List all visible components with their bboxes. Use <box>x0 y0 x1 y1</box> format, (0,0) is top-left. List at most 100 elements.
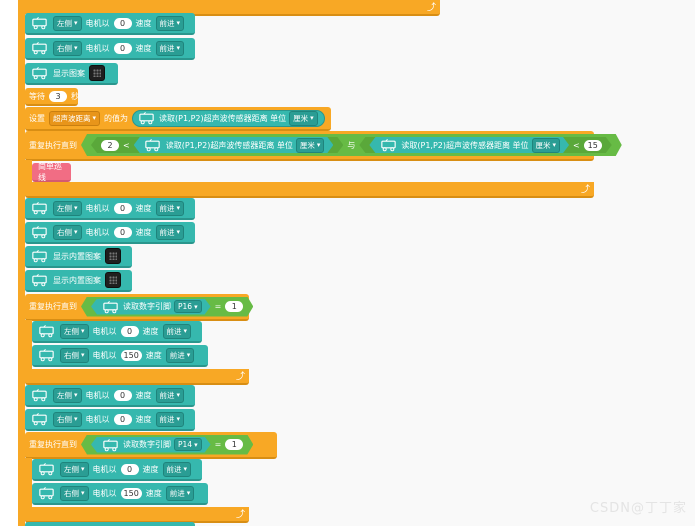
repeat-until-block[interactable]: 重复执行直到 读取数字引脚 P16 = 1 <box>25 294 249 321</box>
motor-label: 电机以 <box>85 390 110 400</box>
outer-loop-end[interactable]: ⤴ <box>25 0 440 16</box>
show-pattern-label: 显示图案 <box>53 68 85 78</box>
motor-label: 电机以 <box>85 203 110 213</box>
builtin-pattern-picker[interactable] <box>105 248 121 264</box>
motor-block[interactable]: 左侧 电机以 0 速度 前进 <box>25 385 195 407</box>
side-dropdown[interactable]: 右侧 <box>53 411 82 427</box>
motor-block[interactable]: 右侧 电机以 0 速度 前进 <box>25 38 195 60</box>
robot-icon <box>29 16 49 31</box>
variable-dropdown[interactable]: 超声波距离 <box>49 110 101 126</box>
direction-dropdown[interactable]: 前进 <box>165 485 195 501</box>
robot-icon <box>378 138 398 153</box>
motor-block[interactable]: 左侧 电机以 0 速度 前进 <box>25 198 195 220</box>
distance-min-input[interactable]: 2 <box>101 140 119 151</box>
side-dropdown[interactable]: 右侧 <box>60 485 89 501</box>
motor-value-input[interactable]: 0 <box>120 463 139 475</box>
motor-value-input[interactable]: 0 <box>113 42 132 54</box>
direction-dropdown[interactable]: 前进 <box>155 200 185 216</box>
motor-value-input[interactable]: 0 <box>120 325 139 337</box>
motor-value-input[interactable]: 0 <box>113 413 132 425</box>
repeat-until-block[interactable]: 重复执行直到 读取数字引脚 P14 = 1 <box>25 432 277 459</box>
side-dropdown[interactable]: 右侧 <box>60 347 89 363</box>
and-operator: 与 <box>347 140 356 150</box>
motor-label: 电机以 <box>85 227 110 237</box>
unit-dropdown[interactable]: 厘米 <box>532 138 561 153</box>
robot-icon <box>29 388 49 403</box>
distance-max-input[interactable]: 15 <box>584 140 602 151</box>
read-ultrasonic-reporter[interactable]: 读取(P1,P2)超声波传感器距离 单位 厘米 <box>132 109 325 127</box>
robot-icon <box>29 249 49 264</box>
motor-block-partial[interactable] <box>25 522 195 526</box>
outer-loop-spine <box>18 0 25 526</box>
side-dropdown[interactable]: 左侧 <box>60 323 89 339</box>
motor-block[interactable]: 右侧 电机以 150 速度 前进 <box>32 345 208 367</box>
pin-dropdown[interactable]: P16 <box>174 300 202 313</box>
read-digital-pin-reporter[interactable]: 读取数字引脚 P16 <box>91 299 211 315</box>
robot-icon <box>29 273 49 288</box>
side-dropdown[interactable]: 左侧 <box>53 15 82 31</box>
less-than-condition[interactable]: 读取(P1,P2)超声波传感器距离 单位 厘米 < 15 <box>359 137 611 153</box>
wait-seconds-input[interactable]: 3 <box>49 90 67 102</box>
direction-dropdown[interactable]: 前进 <box>162 323 192 339</box>
equals-operator: = <box>214 440 222 449</box>
pin-value-input[interactable]: 1 <box>225 439 243 450</box>
read-ultrasonic-label: 读取(P1,P2)超声波传感器距离 单位 <box>401 140 529 150</box>
set-variable-block[interactable]: 设置 超声波距离 的值为 读取(P1,P2)超声波传感器距离 单位 厘米 <box>25 107 331 131</box>
robot-icon <box>29 225 49 240</box>
direction-dropdown[interactable]: 前进 <box>155 15 185 31</box>
loop-arrow-icon: ⤴ <box>235 510 245 520</box>
motor-value-input[interactable]: 0 <box>113 389 132 401</box>
less-than-condition[interactable]: 2 < 读取(P1,P2)超声波传感器距离 单位 厘米 <box>91 137 343 153</box>
motor-value-input[interactable]: 150 <box>120 487 142 499</box>
simple-line-follow-block[interactable]: 简单巡线 <box>32 162 71 182</box>
motor-block[interactable]: 左侧 电机以 0 速度 前进 <box>32 459 202 481</box>
motor-block[interactable]: 右侧 电机以 150 速度 前进 <box>32 483 208 505</box>
motor-block[interactable]: 左侧 电机以 0 速度 前进 <box>25 13 195 35</box>
and-condition[interactable]: 2 < 读取(P1,P2)超声波传感器距离 单位 厘米 与 读取(P1,P2)超… <box>81 134 622 156</box>
robot-icon <box>36 486 56 501</box>
read-digital-pin-reporter[interactable]: 读取数字引脚 P14 <box>91 437 211 453</box>
wait-block[interactable]: 等待 3 秒 <box>25 88 79 106</box>
repeat-until-end[interactable]: ⤴ <box>25 369 249 385</box>
repeat-until-block[interactable]: 重复执行直到 2 < 读取(P1,P2)超声波传感器距离 单位 厘米 与 读取(… <box>25 131 594 161</box>
motor-block[interactable]: 右侧 电机以 0 速度 前进 <box>25 222 195 244</box>
motor-block[interactable]: 右侧 电机以 0 速度 前进 <box>25 409 195 431</box>
direction-dropdown[interactable]: 前进 <box>155 387 185 403</box>
speed-label: 速度 <box>135 414 152 424</box>
speed-label: 速度 <box>145 350 162 360</box>
led-matrix-picker[interactable] <box>89 65 105 81</box>
direction-dropdown[interactable]: 前进 <box>165 347 195 363</box>
motor-block[interactable]: 左侧 电机以 0 速度 前进 <box>32 321 202 343</box>
motor-value-input[interactable]: 0 <box>113 226 132 238</box>
read-ultrasonic-reporter[interactable]: 读取(P1,P2)超声波传感器距离 单位 厘米 <box>369 137 569 153</box>
side-dropdown[interactable]: 左侧 <box>60 461 89 477</box>
show-builtin-pattern-block[interactable]: 显示内置图案 <box>25 270 132 292</box>
direction-dropdown[interactable]: 前进 <box>155 40 185 56</box>
motor-value-input[interactable]: 0 <box>113 17 132 29</box>
set-label: 设置 <box>29 113 45 123</box>
motor-label: 电机以 <box>85 43 110 53</box>
side-dropdown[interactable]: 左侧 <box>53 200 82 216</box>
motor-value-input[interactable]: 0 <box>113 202 132 214</box>
side-dropdown[interactable]: 左侧 <box>53 387 82 403</box>
read-ultrasonic-reporter[interactable]: 读取(P1,P2)超声波传感器距离 单位 厘米 <box>134 137 334 153</box>
direction-dropdown[interactable]: 前进 <box>162 461 192 477</box>
unit-dropdown[interactable]: 厘米 <box>296 138 325 153</box>
wait-label: 等待 <box>29 91 45 101</box>
unit-dropdown[interactable]: 厘米 <box>289 110 318 126</box>
repeat-until-end[interactable]: ⤴ <box>25 507 249 523</box>
pin-value-input[interactable]: 1 <box>225 301 243 312</box>
pin-dropdown[interactable]: P14 <box>174 438 202 451</box>
repeat-until-end[interactable]: ⤴ <box>25 182 594 198</box>
equals-condition[interactable]: 读取数字引脚 P14 = 1 <box>81 435 253 455</box>
direction-dropdown[interactable]: 前进 <box>155 224 185 240</box>
direction-dropdown[interactable]: 前进 <box>155 411 185 427</box>
motor-value-input[interactable]: 150 <box>120 349 142 361</box>
show-builtin-pattern-block[interactable]: 显示内置图案 <box>25 246 132 268</box>
equals-condition[interactable]: 读取数字引脚 P16 = 1 <box>81 297 253 317</box>
side-dropdown[interactable]: 右侧 <box>53 224 82 240</box>
builtin-pattern-picker[interactable] <box>105 272 121 288</box>
show-pattern-block[interactable]: 显示图案 <box>25 63 118 85</box>
side-dropdown[interactable]: 右侧 <box>53 40 82 56</box>
